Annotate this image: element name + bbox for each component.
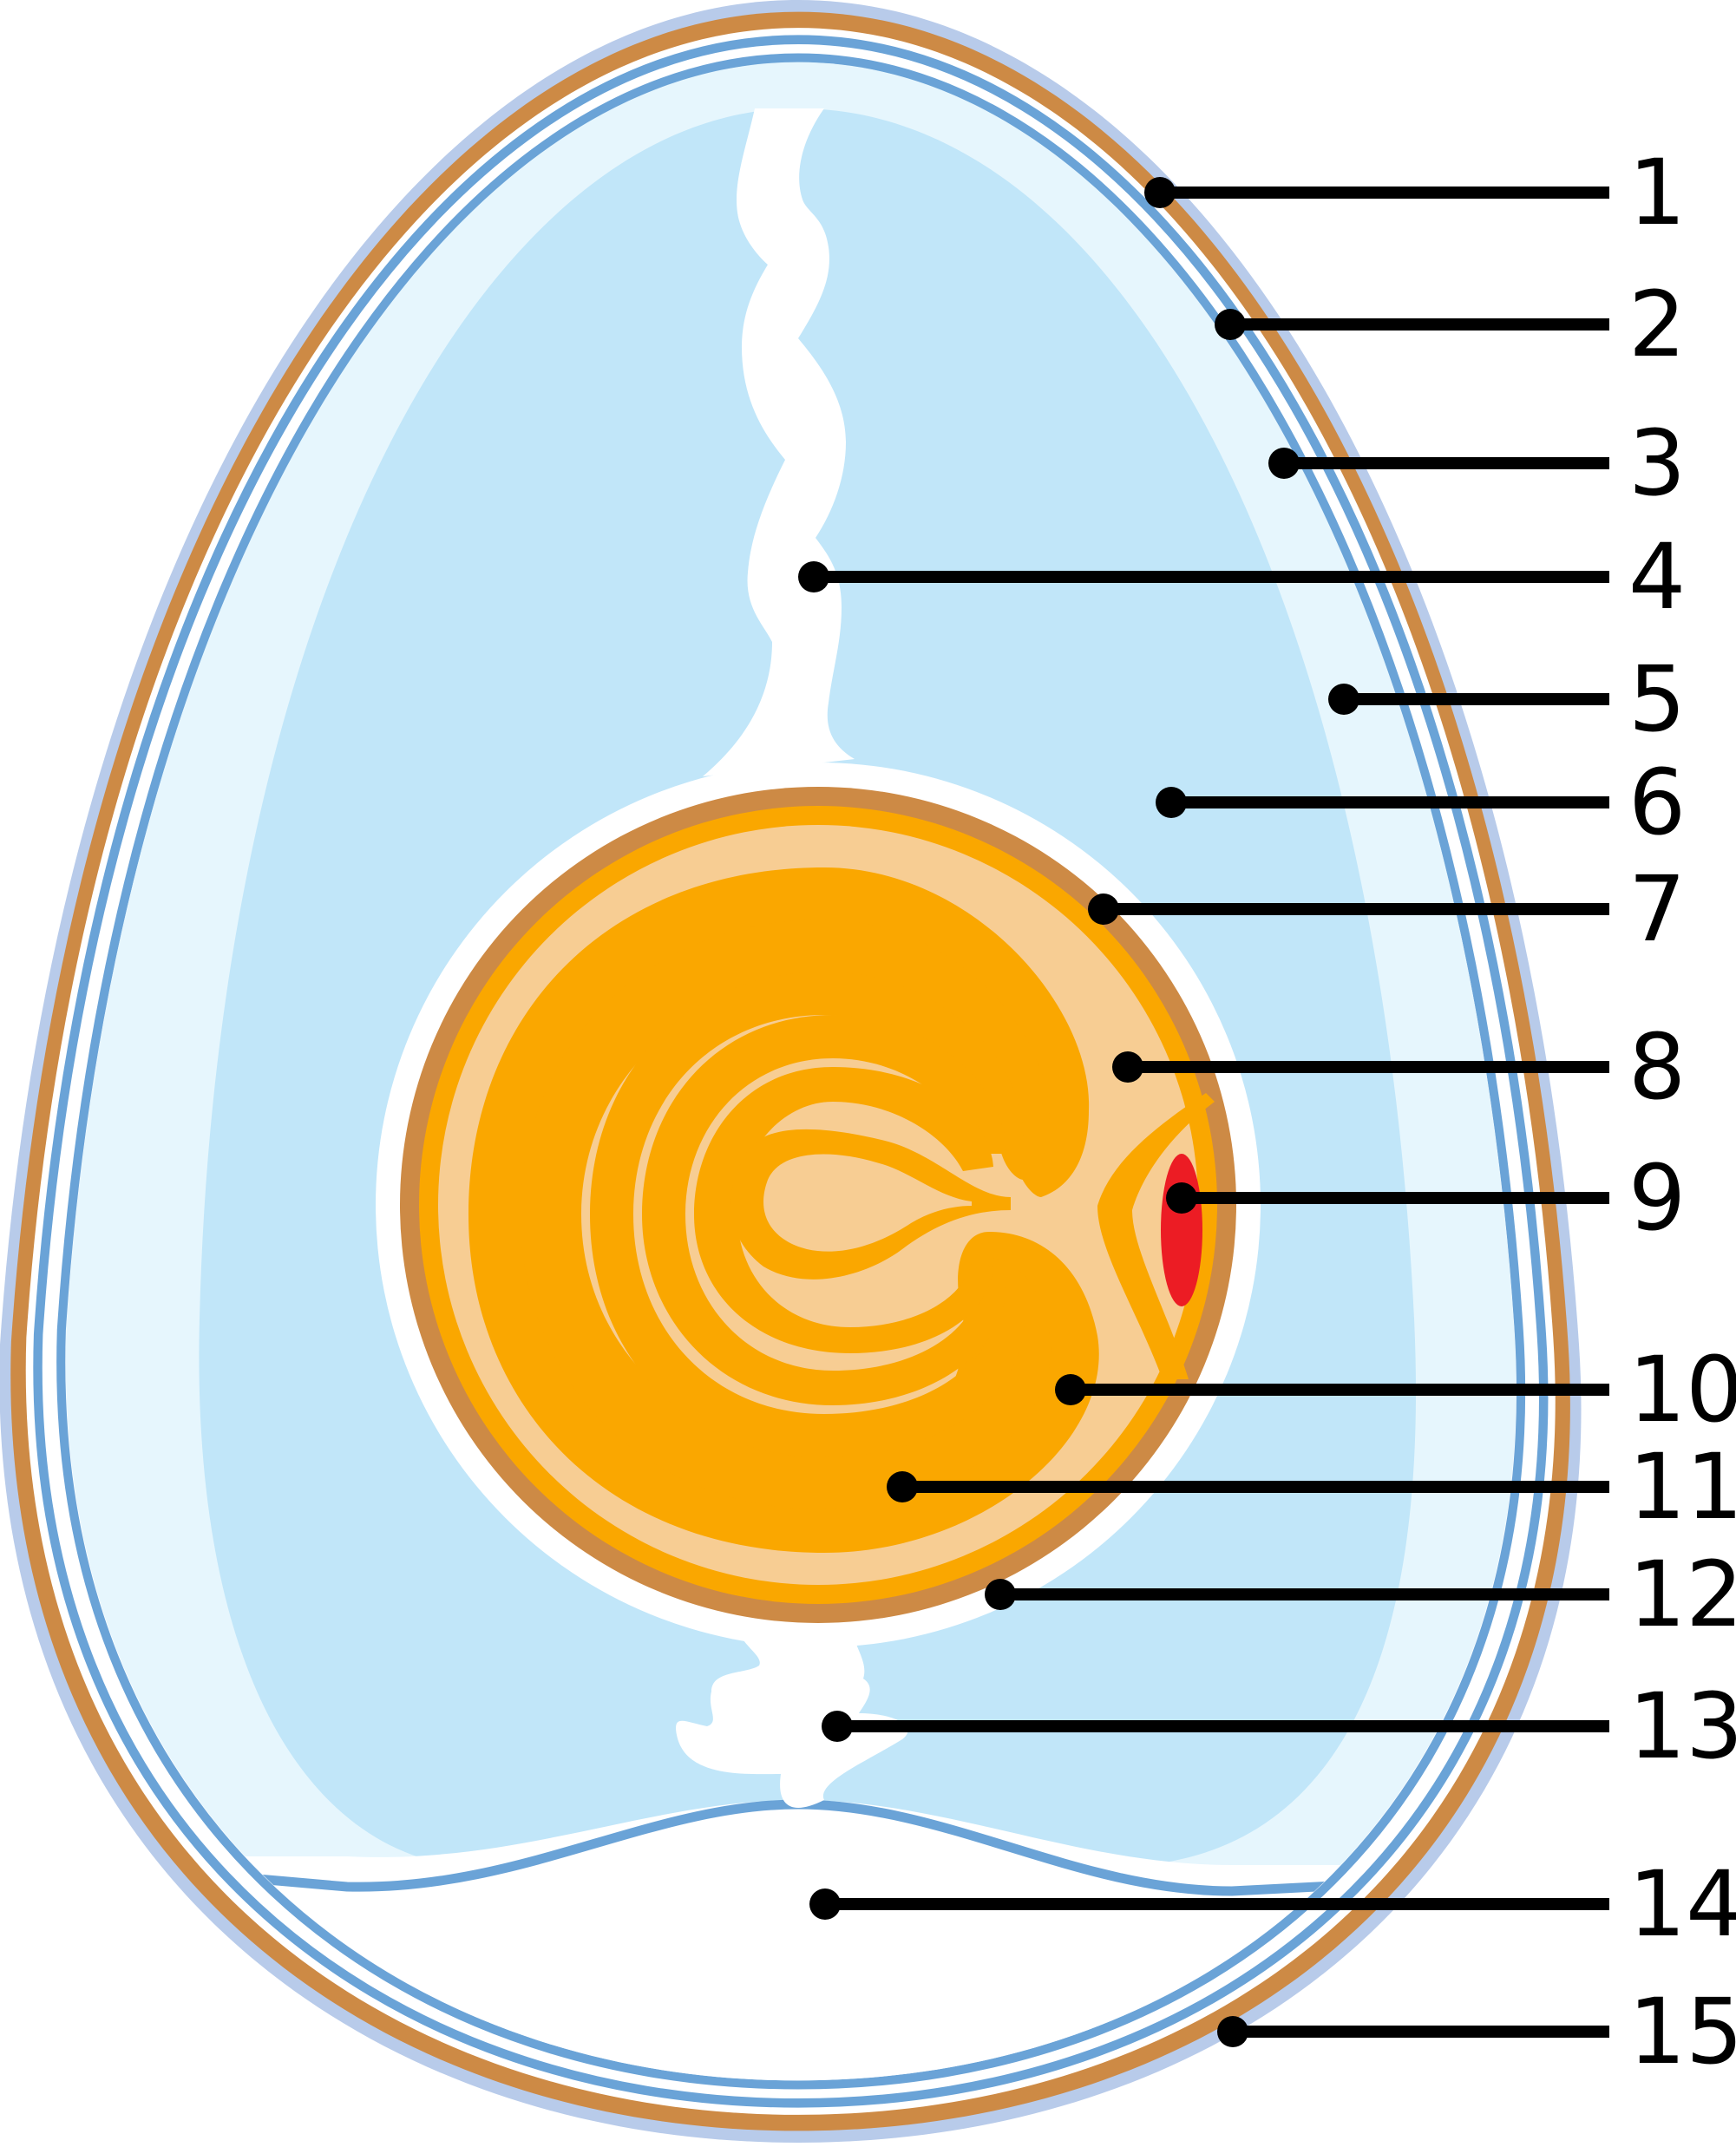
callout-label: 3 [1628, 410, 1686, 516]
callout-label: 9 [1628, 1145, 1686, 1251]
callout-dot [809, 1888, 841, 1920]
callout-label: 7 [1628, 856, 1686, 962]
callout-label: 10 [1628, 1337, 1736, 1443]
callout-label: 5 [1628, 646, 1686, 752]
callout-dot [1268, 448, 1300, 479]
callout-label: 8 [1628, 1014, 1686, 1120]
callout-dot [985, 1579, 1016, 1610]
callout-dot [822, 1711, 853, 1742]
germinal-disc [1161, 1154, 1202, 1306]
callout-dot [1156, 787, 1187, 818]
callout-label: 6 [1628, 749, 1686, 855]
latebra-neck [1097, 1093, 1215, 1379]
lower-chalaza [676, 1631, 908, 1808]
callout-label: 12 [1628, 1542, 1736, 1647]
callout-9: 9 [1166, 1145, 1686, 1251]
yolk-core-center [763, 1154, 972, 1252]
callout-dot [1166, 1182, 1197, 1214]
upper-chalaza [703, 108, 855, 776]
callout-dot [1055, 1374, 1086, 1405]
callout-5: 5 [1328, 646, 1686, 752]
callout-12: 12 [985, 1542, 1736, 1647]
callout-dot [1217, 2016, 1248, 2047]
callout-7: 7 [1088, 856, 1686, 962]
callout-14: 14 [809, 1851, 1736, 1957]
callout-8: 8 [1112, 1014, 1686, 1120]
callout-label: 4 [1628, 524, 1686, 630]
callout-dot [1215, 309, 1246, 340]
callout-15: 15 [1217, 1979, 1736, 2085]
callout-11: 11 [887, 1434, 1736, 1540]
callout-10: 10 [1055, 1337, 1736, 1443]
callout-1: 1 [1144, 140, 1686, 245]
callout-dot [798, 561, 829, 592]
callout-dot [1144, 177, 1176, 208]
callout-label: 14 [1628, 1851, 1736, 1957]
callout-dot [1112, 1051, 1143, 1083]
callout-dot [1328, 684, 1359, 715]
callout-label: 15 [1628, 1979, 1736, 2085]
callout-dot [1088, 893, 1119, 925]
callout-label: 13 [1628, 1673, 1736, 1779]
callout-label: 11 [1628, 1434, 1736, 1540]
callout-2: 2 [1215, 272, 1686, 377]
yolk [400, 787, 1236, 1623]
callout-4: 4 [798, 524, 1686, 630]
callout-3: 3 [1268, 410, 1686, 516]
callout-label: 2 [1628, 272, 1686, 377]
callout-label: 1 [1628, 140, 1686, 245]
callout-dot [887, 1471, 918, 1502]
callout-6: 6 [1156, 749, 1686, 855]
callout-13: 13 [822, 1673, 1736, 1779]
